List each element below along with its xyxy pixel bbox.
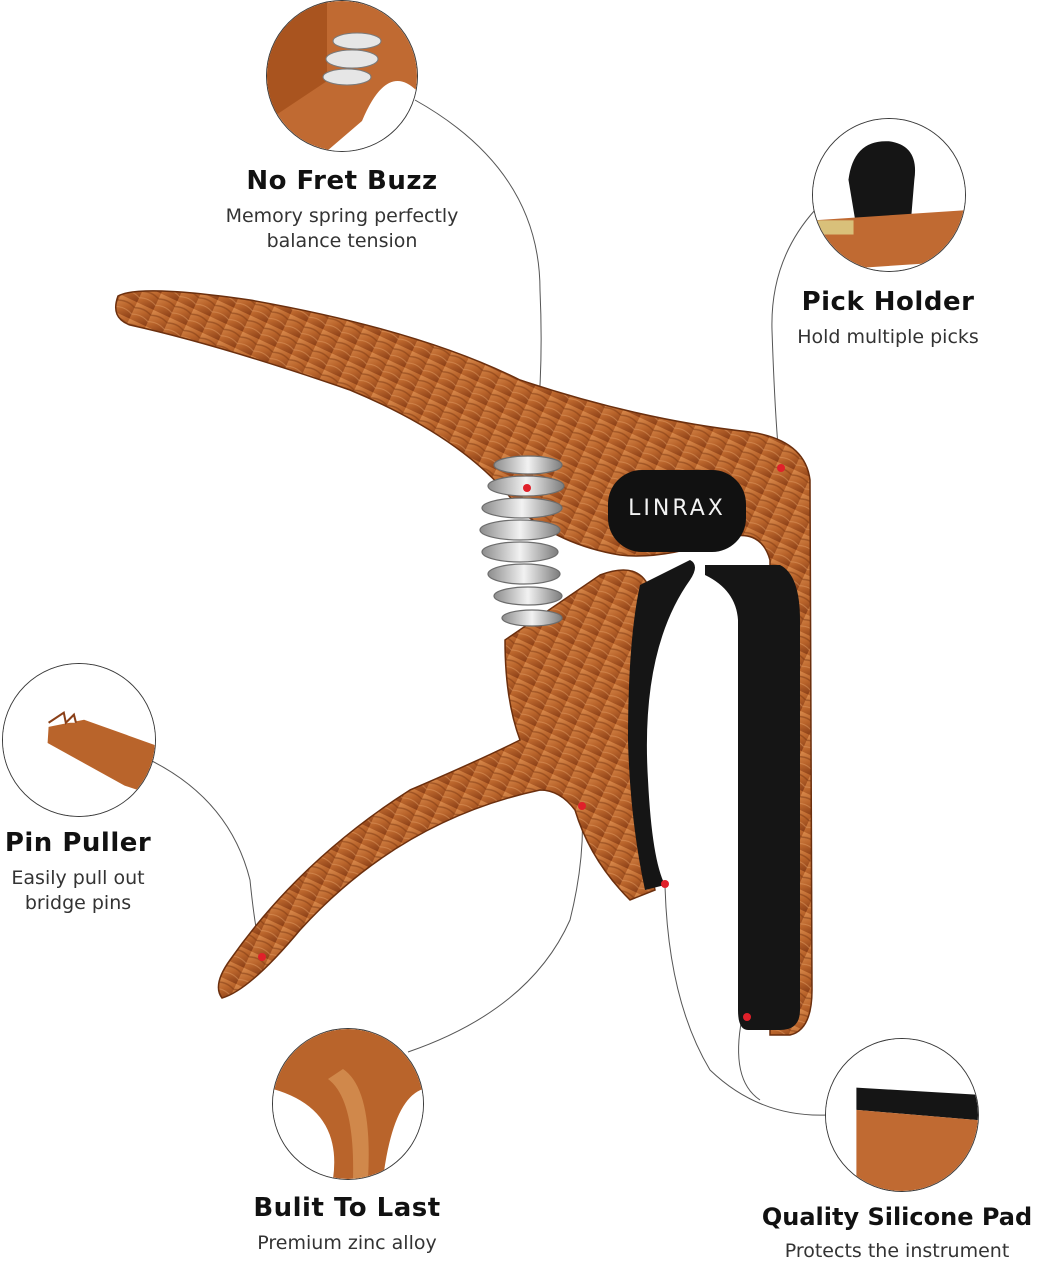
feature-title: Bulit To Last <box>253 1193 441 1223</box>
spring-detail-image <box>266 0 418 152</box>
feature-title: Pick Holder <box>801 287 975 317</box>
feature-silicone-pad: Quality Silicone Pad Protects the instru… <box>752 1203 1042 1264</box>
feature-desc-line1: Premium zinc alloy <box>257 1232 437 1254</box>
feature-title: No Fret Buzz <box>246 166 438 196</box>
feature-built-to-last: Bulit To Last Premium zinc alloy <box>207 1193 487 1256</box>
lower-pad <box>628 560 695 890</box>
zinc-alloy-detail-image <box>272 1028 424 1180</box>
spring <box>479 455 565 627</box>
feature-no-fret-buzz: No Fret Buzz Memory spring perfectly bal… <box>182 166 502 254</box>
silicone-pad-detail-image <box>825 1038 979 1192</box>
feature-pick-holder: Pick Holder Hold multiple picks <box>748 287 1028 350</box>
silicone-pad <box>705 565 800 1030</box>
upper-lever <box>115 290 813 1036</box>
logo-text: LINRAX <box>628 496 726 521</box>
feature-pin-puller: Pin Puller Easily pull out bridge pins <box>0 828 156 916</box>
feature-desc-line2: balance tension <box>266 230 418 252</box>
pick-holder-detail-image <box>812 118 966 272</box>
feature-title: Quality Silicone Pad <box>761 1203 1033 1231</box>
feature-desc-line2: bridge pins <box>24 892 132 914</box>
feature-title: Pin Puller <box>4 828 152 858</box>
feature-desc-line1: Hold multiple picks <box>797 326 979 348</box>
pin-puller-detail-image <box>2 663 156 817</box>
logo-badge <box>608 470 746 552</box>
feature-desc-line1: Memory spring perfectly <box>225 205 459 227</box>
lower-lever <box>217 569 656 999</box>
feature-desc-line1: Protects the instrument <box>784 1240 1010 1262</box>
feature-desc-line1: Easily pull out <box>11 867 145 889</box>
feature-markers <box>258 464 785 1021</box>
